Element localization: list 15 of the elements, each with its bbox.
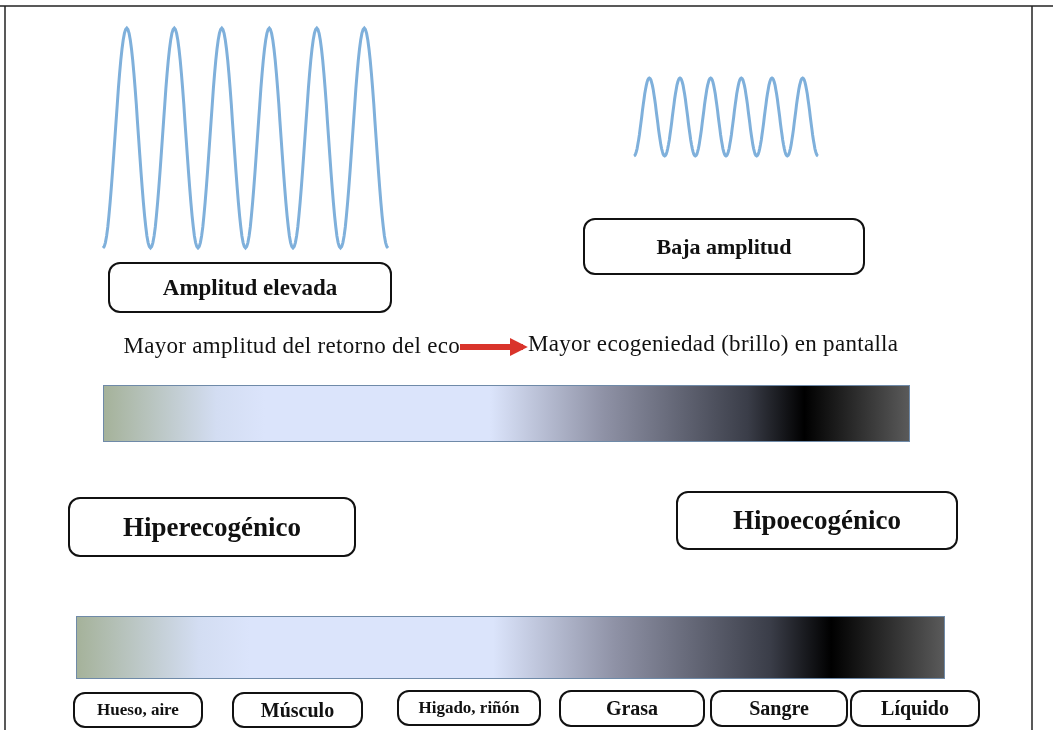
grayscale-bar bbox=[76, 616, 945, 679]
tissue-label: Higado, riñón bbox=[397, 690, 541, 726]
amplitude-label: Amplitud elevada bbox=[108, 262, 392, 313]
grayscale-bar bbox=[103, 385, 910, 442]
statement-text: Mayor ecogeniedad (brillo) en pantalla bbox=[528, 330, 1024, 358]
tissue-label: Hueso, aire bbox=[73, 692, 203, 728]
echogenicity-label: Hipoecogénico bbox=[676, 491, 958, 550]
statement-text: Mayor amplitud del retorno del eco bbox=[30, 333, 460, 359]
echogenicity-label: Hiperecogénico bbox=[68, 497, 356, 557]
tissue-label: Grasa bbox=[559, 690, 705, 727]
arrow bbox=[460, 338, 528, 356]
tissue-label: Líquido bbox=[850, 690, 980, 727]
tissue-label: Músculo bbox=[232, 692, 363, 728]
tissue-label: Sangre bbox=[710, 690, 848, 727]
amplitude-label: Baja amplitud bbox=[583, 218, 865, 275]
